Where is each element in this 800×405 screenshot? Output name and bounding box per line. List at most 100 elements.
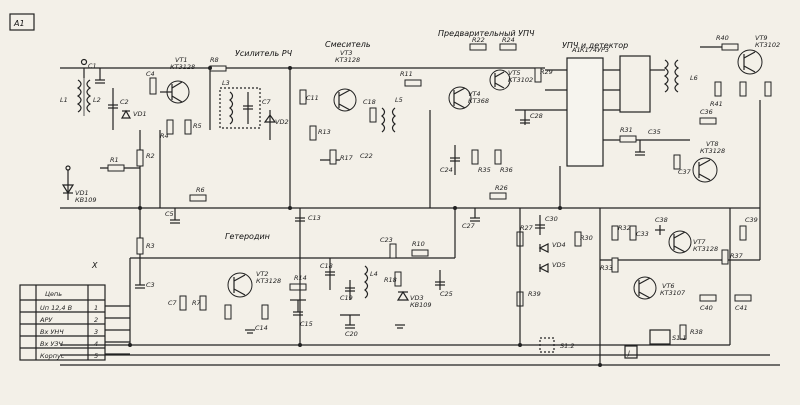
svg-text:R30: R30 bbox=[580, 234, 593, 242]
cap-c13: C13 bbox=[295, 208, 321, 230]
switch-s1-1: S1.1 J bbox=[624, 329, 686, 359]
svg-text:К174УР3: К174УР3 bbox=[580, 46, 609, 54]
svg-text:C27: C27 bbox=[462, 222, 476, 230]
svg-text:5: 5 bbox=[94, 352, 98, 360]
svg-text:R33: R33 bbox=[600, 264, 613, 272]
svg-text:C15: C15 bbox=[300, 320, 313, 328]
interconnects bbox=[128, 66, 761, 367]
section-if-det: УПЧ и детектор bbox=[562, 41, 628, 50]
svg-text:R29: R29 bbox=[540, 68, 553, 76]
svg-text:C20: C20 bbox=[345, 330, 358, 338]
transistor-vt9: VT9 КТ3102 R40 R41 bbox=[700, 34, 780, 108]
lo-tank: L4 C18 C19 VD3 КВ109 R10 C23 C25 R18 C20 bbox=[320, 236, 453, 338]
transistor-vt8: VT8 КТ3128 C35 C37 R31 C36 bbox=[619, 108, 725, 183]
svg-text:R41: R41 bbox=[710, 100, 723, 108]
svg-text:КТ3128: КТ3128 bbox=[693, 245, 718, 253]
agc-passives: R32 C33 C38 R33 R37 C39 C40 C41 R38 bbox=[600, 216, 758, 340]
svg-text:2: 2 bbox=[94, 316, 98, 324]
svg-text:C7: C7 bbox=[262, 98, 272, 106]
input-caps: C1 C2 VD1 bbox=[88, 62, 147, 130]
svg-text:КВ109: КВ109 bbox=[75, 196, 96, 204]
svg-text:C37: C37 bbox=[678, 168, 692, 176]
svg-text:R31: R31 bbox=[620, 126, 633, 134]
svg-text:Вх УНЧ: Вх УНЧ bbox=[40, 328, 64, 336]
svg-text:АРУ: АРУ bbox=[39, 316, 53, 324]
svg-text:КТ3107: КТ3107 bbox=[660, 289, 686, 297]
svg-text:R17: R17 bbox=[340, 154, 354, 162]
transistor-vt1: VT1 КТ3128 C4 R4 R5 bbox=[146, 56, 202, 140]
pre-if-passives: R22 R24 C24 R35 R36 C28 R29 bbox=[440, 36, 553, 175]
svg-text:C7: C7 bbox=[168, 299, 178, 307]
svg-text:C18: C18 bbox=[363, 98, 376, 106]
svg-text:C25: C25 bbox=[440, 290, 453, 298]
svg-text:C33: C33 bbox=[636, 230, 649, 238]
svg-text:R36: R36 bbox=[500, 166, 513, 174]
ic-a1: А1 К174УР3 bbox=[545, 46, 620, 167]
svg-text:R2: R2 bbox=[146, 152, 155, 160]
svg-text:VD2: VD2 bbox=[275, 118, 289, 126]
svg-text:C24: C24 bbox=[440, 166, 453, 174]
svg-text:КТ3102: КТ3102 bbox=[508, 76, 533, 84]
svg-text:C3: C3 bbox=[146, 281, 155, 289]
svg-text:VT9: VT9 bbox=[755, 34, 768, 42]
svg-text:C28: C28 bbox=[530, 112, 543, 120]
svg-text:VT3: VT3 bbox=[340, 49, 353, 57]
svg-text:КТ368: КТ368 bbox=[468, 97, 489, 105]
svg-text:VT7: VT7 bbox=[693, 238, 706, 246]
svg-text:КТ3102: КТ3102 bbox=[755, 41, 780, 49]
svg-text:VD4: VD4 bbox=[552, 241, 566, 249]
left-resistors: R1 R2 R3 C3 bbox=[100, 130, 155, 289]
detector-section: R26 C27 R27 C30 VD4 VD5 R39 R30 bbox=[462, 184, 593, 307]
svg-text:Uп 12,4 В: Uп 12,4 В bbox=[40, 304, 73, 312]
transistor-vt4: VT4 КТ368 bbox=[448, 86, 489, 110]
svg-text:R1: R1 bbox=[110, 156, 119, 164]
svg-text:R5: R5 bbox=[193, 122, 202, 130]
svg-text:R40: R40 bbox=[716, 34, 729, 42]
svg-text:VD1: VD1 bbox=[75, 189, 89, 197]
svg-text:R18: R18 bbox=[384, 276, 397, 284]
svg-text:C19: C19 bbox=[340, 294, 353, 302]
transistor-vt5: VT5 КТ3102 bbox=[489, 69, 533, 91]
svg-text:VT6: VT6 bbox=[662, 282, 675, 290]
svg-text:R37: R37 bbox=[730, 252, 744, 260]
svg-text:R32: R32 bbox=[618, 224, 631, 232]
svg-text:VD3: VD3 bbox=[410, 294, 424, 302]
svg-text:КТ3128: КТ3128 bbox=[700, 147, 725, 155]
svg-text:R11: R11 bbox=[400, 70, 413, 78]
svg-text:R3: R3 bbox=[146, 242, 155, 250]
svg-text:КТ3128: КТ3128 bbox=[170, 63, 195, 71]
svg-text:C41: C41 bbox=[735, 304, 748, 312]
transistor-vt7: VT7 КТ3128 bbox=[668, 230, 718, 254]
svg-text:J: J bbox=[626, 349, 630, 357]
section-pre-if: Предварительный УПЧ bbox=[438, 29, 535, 38]
svg-text:R7: R7 bbox=[192, 299, 202, 307]
svg-text:C2: C2 bbox=[120, 98, 129, 106]
svg-text:R6: R6 bbox=[196, 186, 205, 194]
svg-text:C5: C5 bbox=[165, 210, 174, 218]
corner-label-text: A1 bbox=[13, 19, 25, 28]
svg-text:C4: C4 bbox=[146, 70, 155, 78]
transistor-vt6: VT6 КТ3107 bbox=[633, 276, 686, 300]
svg-text:R24: R24 bbox=[502, 36, 515, 44]
svg-text:C14: C14 bbox=[255, 324, 268, 332]
svg-text:C30: C30 bbox=[545, 215, 558, 223]
svg-text:VD1: VD1 bbox=[133, 110, 147, 118]
svg-text:R22: R22 bbox=[472, 36, 485, 44]
svg-text:L4: L4 bbox=[370, 270, 378, 278]
svg-text:C36: C36 bbox=[700, 108, 713, 116]
svg-text:R39: R39 bbox=[528, 290, 541, 298]
svg-text:А1: А1 bbox=[571, 46, 581, 54]
svg-text:VT5: VT5 bbox=[508, 69, 521, 77]
svg-text:X: X bbox=[91, 261, 98, 270]
svg-text:R8: R8 bbox=[210, 56, 219, 64]
svg-text:C23: C23 bbox=[380, 236, 393, 244]
svg-text:R38: R38 bbox=[690, 328, 703, 336]
svg-text:L6: L6 bbox=[690, 74, 698, 82]
svg-text:КВ109: КВ109 bbox=[410, 301, 431, 309]
ground-symbols bbox=[245, 324, 405, 334]
section-rf-amp: Усилитель РЧ bbox=[235, 49, 293, 58]
svg-text:Корпус: Корпус bbox=[40, 352, 65, 360]
svg-text:VT1: VT1 bbox=[175, 56, 188, 64]
input-transformer: L1 L2 bbox=[60, 58, 101, 116]
